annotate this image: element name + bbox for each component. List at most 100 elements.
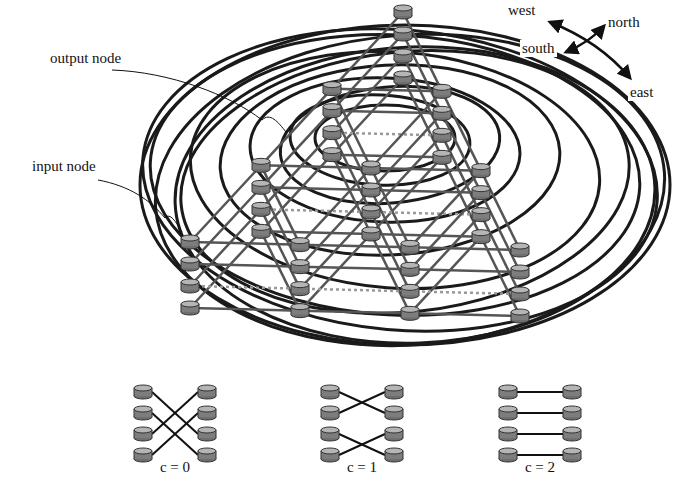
network-link	[190, 286, 300, 289]
compass-label: south	[520, 40, 557, 57]
node-cylinder	[394, 5, 412, 19]
network-link	[261, 111, 332, 188]
network-link	[261, 133, 332, 210]
node-cylinder	[401, 262, 419, 276]
node-cylinder	[291, 304, 309, 318]
compass-label: east	[628, 84, 655, 101]
leader-line	[112, 70, 286, 132]
node-cylinder	[433, 84, 451, 98]
subfigure-label: c = 2	[523, 459, 557, 476]
network-link	[261, 209, 371, 212]
node-cylinder	[134, 406, 152, 420]
node-cylinder	[321, 406, 339, 420]
node-cylinder	[252, 158, 270, 172]
node-cylinder	[323, 104, 341, 118]
node-cylinder	[563, 406, 581, 420]
network-link	[332, 155, 442, 158]
permutation-link	[517, 412, 563, 414]
node-cylinder	[499, 385, 517, 399]
permutation-link	[517, 433, 563, 435]
torus-ring	[130, 8, 670, 352]
subfigure-label: c = 0	[158, 459, 192, 476]
node-cylinder	[472, 186, 490, 200]
network-link	[261, 165, 371, 168]
node-cylinder	[362, 227, 380, 241]
network-link	[190, 165, 261, 242]
node-cylinder	[321, 385, 339, 399]
network-link	[371, 168, 481, 171]
node-cylinder	[181, 279, 199, 293]
node-cylinder	[433, 150, 451, 164]
network-link	[300, 311, 410, 314]
node-cylinder	[472, 164, 490, 178]
node-cylinder	[252, 202, 270, 216]
network-link	[261, 89, 332, 166]
node-cylinder	[499, 427, 517, 441]
network-link	[332, 89, 442, 92]
node-cylinder	[563, 385, 581, 399]
permutation-link	[339, 392, 385, 413]
node-cylinder	[323, 126, 341, 140]
node-cylinder	[499, 406, 517, 420]
network-link	[190, 308, 300, 311]
node-cylinder	[252, 180, 270, 194]
torus-ring	[248, 73, 523, 226]
node-cylinder	[134, 385, 152, 399]
node-cylinder	[198, 427, 216, 441]
network-link	[332, 56, 403, 133]
node-cylinder	[511, 243, 529, 257]
network-link	[190, 242, 300, 245]
permutation-link	[339, 392, 385, 413]
network-link	[371, 113, 442, 190]
node-cylinder	[321, 427, 339, 441]
permutation-link	[152, 392, 198, 434]
permutation-link	[152, 413, 198, 455]
network-link	[300, 245, 410, 248]
torus-ring	[275, 78, 504, 213]
node-cylinder	[433, 128, 451, 142]
node-cylinder	[134, 427, 152, 441]
network-link	[410, 247, 520, 250]
compass-label: west	[506, 2, 538, 19]
node-cylinder	[321, 448, 339, 462]
network-link	[410, 291, 520, 294]
node-cylinder	[401, 306, 419, 320]
node-cylinder	[252, 224, 270, 238]
permutation-link	[517, 454, 563, 456]
node-cylinder	[198, 406, 216, 420]
permutation-link	[152, 392, 198, 434]
torus-ring	[143, 22, 647, 327]
node-cylinder	[511, 309, 529, 323]
network-link	[190, 209, 261, 286]
node-cylinder	[394, 27, 412, 41]
torus-ring	[170, 39, 660, 352]
network-link	[410, 193, 481, 270]
node-cylinder	[362, 183, 380, 197]
node-cylinder	[134, 448, 152, 462]
node-cylinder	[433, 106, 451, 120]
compass-arrow	[566, 26, 604, 52]
network-link	[371, 190, 481, 193]
node-cylinder	[401, 240, 419, 254]
node-cylinder	[385, 427, 403, 441]
network-link	[190, 187, 261, 264]
network-link	[371, 135, 442, 212]
network-link	[261, 231, 371, 234]
network-link	[410, 269, 520, 272]
node-cylinder	[401, 284, 419, 298]
node-cylinder	[181, 257, 199, 271]
node-cylinder	[181, 235, 199, 249]
network-link	[300, 267, 410, 270]
node-cylinder	[472, 208, 490, 222]
network-link	[300, 212, 371, 289]
callout-label: output node	[48, 50, 123, 67]
torus-ring	[182, 38, 607, 302]
node-cylinder	[394, 71, 412, 85]
node-cylinder	[385, 448, 403, 462]
node-cylinder	[323, 148, 341, 162]
leader-line	[98, 180, 182, 232]
network-link	[332, 133, 442, 136]
node-cylinder	[198, 448, 216, 462]
network-link	[300, 190, 371, 267]
